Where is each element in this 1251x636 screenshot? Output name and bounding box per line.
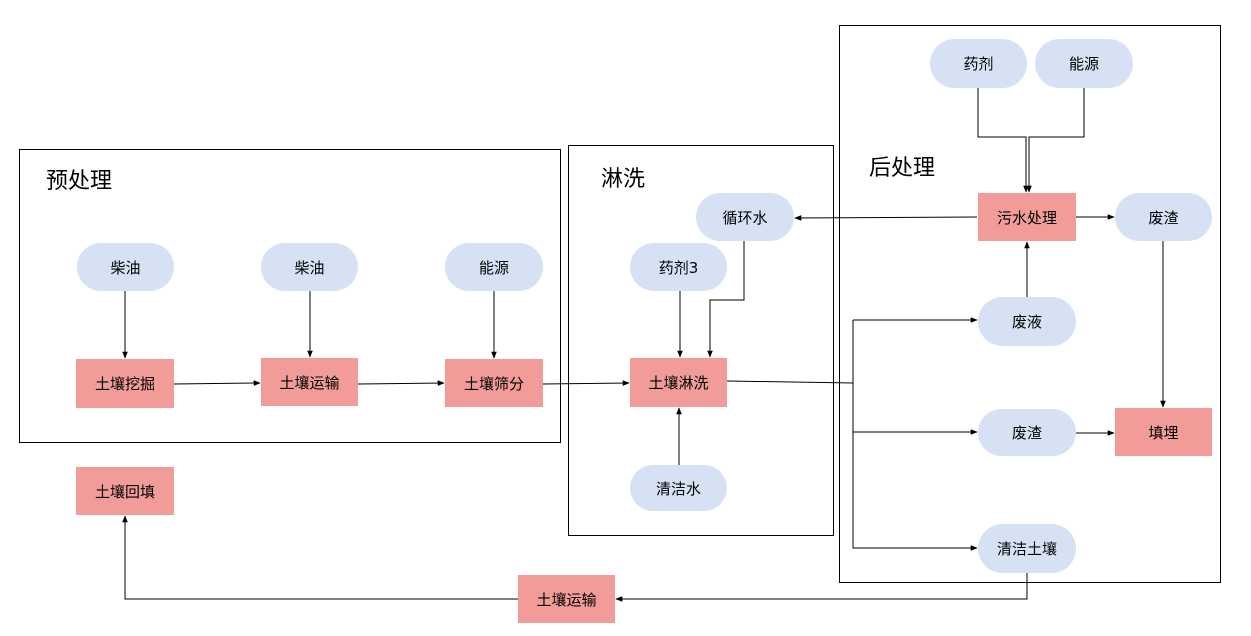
- edge-split-cleansoil: [852, 432, 978, 551]
- soil-backfill-node: 土壤回填: [76, 467, 174, 515]
- agent-3-node: 药剂3: [630, 243, 727, 291]
- residue-node-top: 废渣: [1115, 193, 1212, 241]
- edge-washing-split: [726, 320, 854, 384]
- edge-transport-backfill: [122, 515, 518, 600]
- soil-excavation-node: 土壤挖掘: [76, 359, 174, 408]
- soil-transport-node-2: 土壤运输: [518, 575, 615, 623]
- agent-node: 药剂: [930, 39, 1027, 88]
- washing-group: [568, 145, 834, 536]
- residue-node: 废渣: [978, 409, 1076, 456]
- pretreatment-group: [19, 149, 561, 443]
- edge-wastewater-recycled: [794, 215, 978, 221]
- soil-washing-node: 土壤淋洗: [630, 358, 727, 407]
- energy-node-2: 能源: [1035, 39, 1133, 88]
- clean-soil-node: 清洁土壤: [978, 524, 1076, 573]
- diesel-node-1: 柴油: [77, 243, 174, 291]
- energy-node-1: 能源: [445, 243, 543, 291]
- edge-cleansoil-transport: [615, 573, 1028, 602]
- edge-transport-screening: [357, 380, 445, 386]
- clean-water-node: 清洁水: [630, 465, 727, 511]
- wastewater-treatment-node: 污水处理: [978, 193, 1076, 241]
- washing-title: 淋洗: [601, 167, 646, 192]
- landfill-node: 填埋: [1115, 408, 1212, 456]
- edge-agent-wastewater: [977, 88, 1029, 193]
- edge-split-residue: [852, 383, 978, 435]
- recycled-water-node: 循环水: [696, 193, 794, 241]
- posttreatment-group: [839, 25, 1221, 583]
- edge-excavation-transport: [173, 380, 261, 386]
- diesel-node-2: 柴油: [261, 243, 358, 291]
- edge-screening-washing: [542, 380, 630, 386]
- soil-transport-node-1: 土壤运输: [261, 358, 358, 406]
- edge-recycled-washing: [707, 241, 745, 358]
- posttreatment-title: 后处理: [869, 156, 936, 181]
- pretreatment-title: 预处理: [46, 169, 113, 194]
- soil-screening-node: 土壤筛分: [445, 359, 543, 407]
- waste-liquid-node: 废液: [978, 297, 1076, 346]
- edge-energy2-wastewater: [1026, 88, 1085, 193]
